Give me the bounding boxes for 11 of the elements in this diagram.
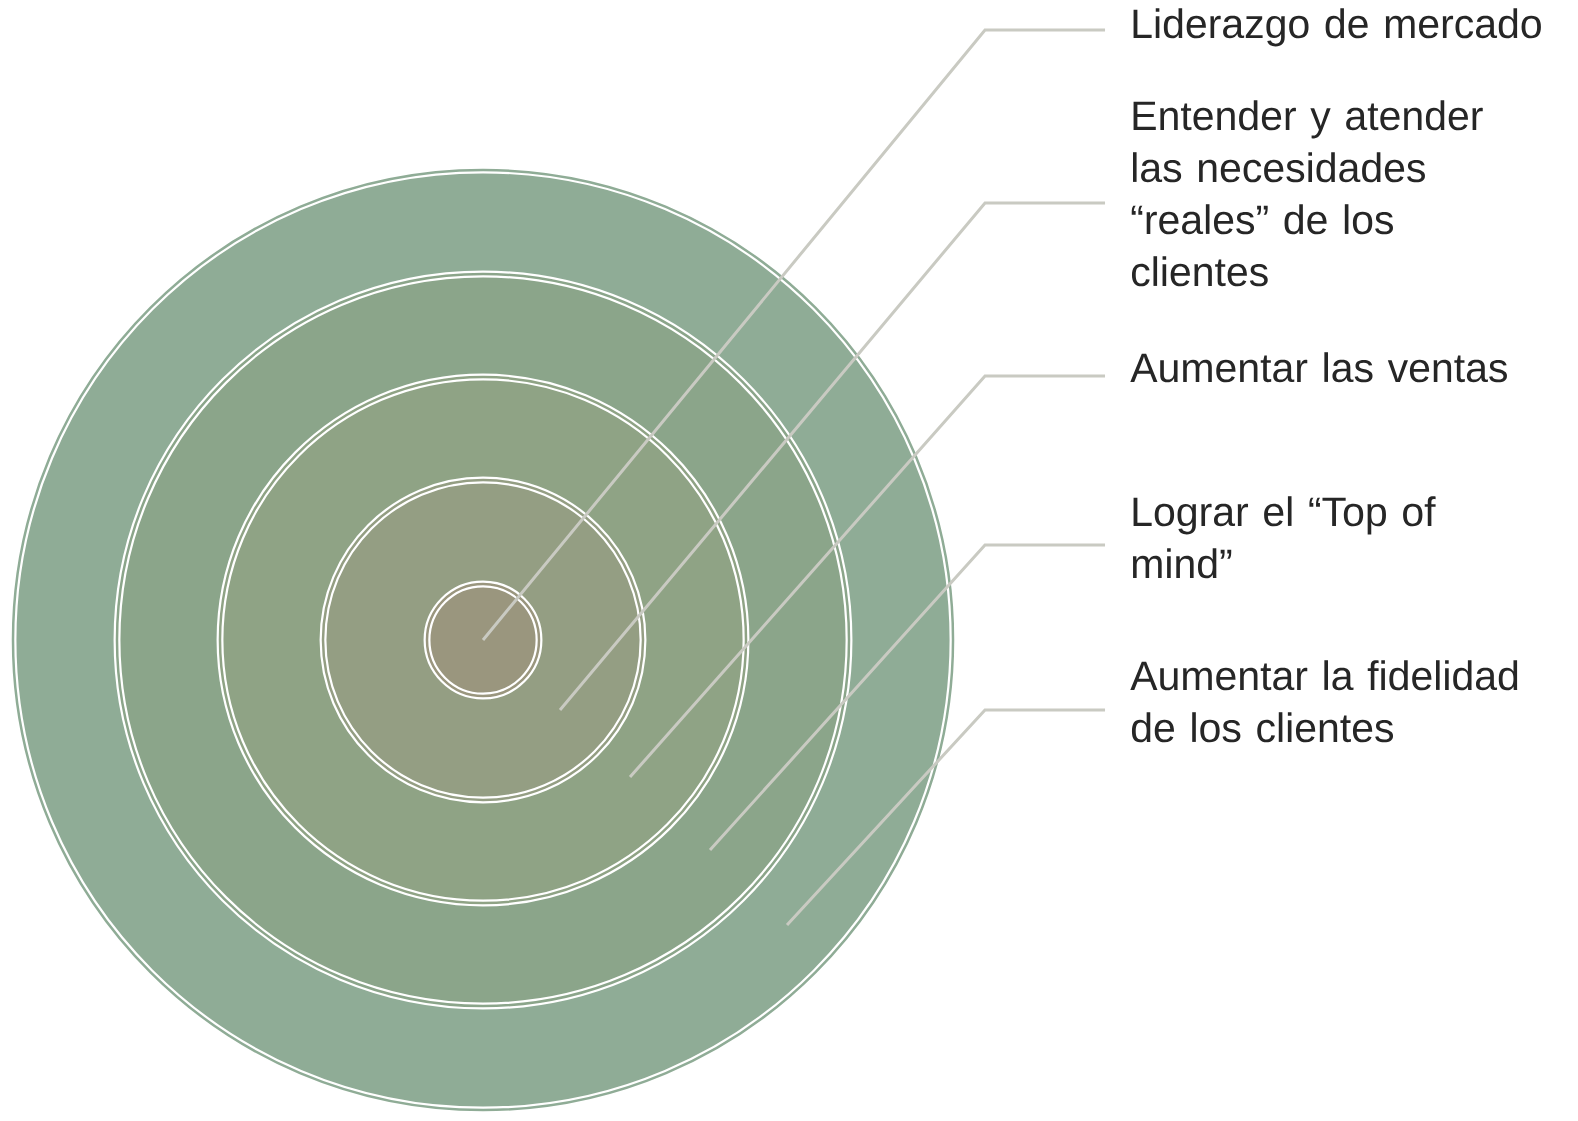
leader-line bbox=[628, 374, 1105, 778]
label-text: Aumentar las ventas bbox=[1130, 352, 1507, 383]
label-text: Lograr el “Top of mind” bbox=[1132, 496, 1436, 579]
label-text: Aumentar la fidelidad de los clientes bbox=[1130, 660, 1518, 743]
leader-line bbox=[785, 708, 1105, 927]
ring bbox=[423, 580, 543, 700]
leader-line bbox=[708, 543, 1105, 851]
leader-line bbox=[558, 201, 1105, 711]
label-text: Entender y atender las necesidades “reales” de los clientes bbox=[1131, 100, 1483, 287]
leader-line bbox=[481, 28, 1105, 641]
label-text: Liderazgo de mercado bbox=[1133, 8, 1541, 47]
